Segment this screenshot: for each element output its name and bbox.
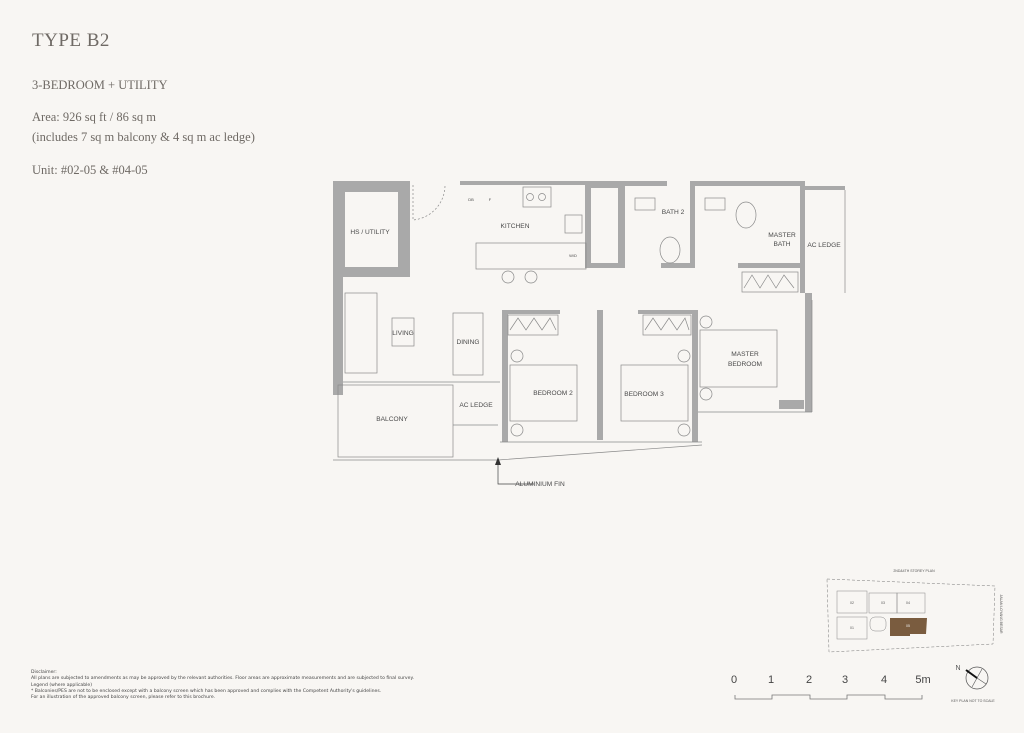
room-label-dining: DINING (456, 339, 479, 346)
room-label-wd: W/D (569, 253, 577, 258)
disclaimer-line-3: For an illustration of the approved balc… (31, 695, 216, 701)
key-unit-04: 04 (906, 601, 910, 605)
scale-tick-2: 2 (806, 674, 812, 686)
unit-type-title: TYPE B2 (32, 30, 110, 51)
north-label: N (955, 665, 960, 672)
scale-tick-0: 0 (731, 674, 737, 686)
unit-numbers: Unit: #02-05 & #04-05 (32, 163, 148, 177)
room-label-ac-ledge-bottom: AC LEDGE (459, 402, 493, 409)
scale-tick-1: 1 (768, 674, 774, 686)
room-label-bedroom2: BEDROOM 2 (533, 390, 573, 397)
room-label-balcony: BALCONY (376, 416, 408, 423)
scale-bar: 0 1 2 3 4 5m (731, 674, 931, 700)
aluminium-fin-label: ALUMINIUM FIN (515, 481, 565, 488)
walls (333, 181, 845, 442)
disclaimer: Disclaimer: All plans are subjected to a… (31, 670, 414, 701)
key-plan-title: 2ND&4TH STOREY PLAN (893, 569, 935, 573)
key-unit-03: 03 (881, 601, 885, 605)
disclaimer-line-1: All plans are subjected to amendments as… (31, 676, 414, 682)
room-label-living: LIVING (392, 330, 414, 337)
room-label-db: DB (468, 197, 474, 202)
disclaimer-legend: Legend (where applicable) (31, 682, 93, 688)
aluminium-fin-arrow (495, 457, 534, 485)
unit-subtitle: 3-BEDROOM + UTILITY (32, 78, 168, 92)
room-label-master-bath-1: MASTER (768, 232, 796, 239)
disclaimer-line-2: * Balconies/PES are not to be enclosed e… (31, 688, 382, 694)
room-label-master-bath-2: BATH (773, 241, 790, 248)
unit-area-note: (includes 7 sq m balcony & 4 sq m ac led… (32, 130, 255, 144)
room-label-master-bedroom-2: BEDROOM (728, 361, 762, 368)
key-unit-01: 01 (850, 626, 854, 630)
room-label-bedroom3: BEDROOM 3 (624, 391, 664, 398)
room-label-kitchen: KITCHEN (501, 223, 530, 230)
disclaimer-heading: Disclaimer: (31, 670, 57, 675)
scale-tick-3: 3 (842, 674, 848, 686)
north-arrow-icon: N (955, 665, 989, 690)
room-label-master-bedroom-1: MASTER (731, 351, 759, 358)
scale-tick-5: 5m (915, 674, 930, 686)
room-label-utility: HS / UTILITY (350, 229, 390, 236)
unit-area: Area: 926 sq ft / 86 sq m (32, 110, 156, 124)
key-road-label: JALAN LOYANG BESAR (999, 594, 1003, 634)
key-unit-02: 02 (850, 601, 854, 605)
plan-lines (333, 184, 846, 461)
scale-tick-4: 4 (881, 674, 887, 686)
key-plan: 2ND&4TH STOREY PLAN 02 03 04 01 05 JALAN… (826, 569, 1003, 653)
key-plan-note: KEY PLAN NOT TO SCALE (951, 699, 995, 703)
room-label-ac-ledge-top: AC LEDGE (807, 242, 841, 249)
room-label-bath2: BATH 2 (662, 209, 685, 216)
key-unit-05: 05 (906, 624, 910, 628)
room-label-fridge: F (489, 197, 492, 202)
